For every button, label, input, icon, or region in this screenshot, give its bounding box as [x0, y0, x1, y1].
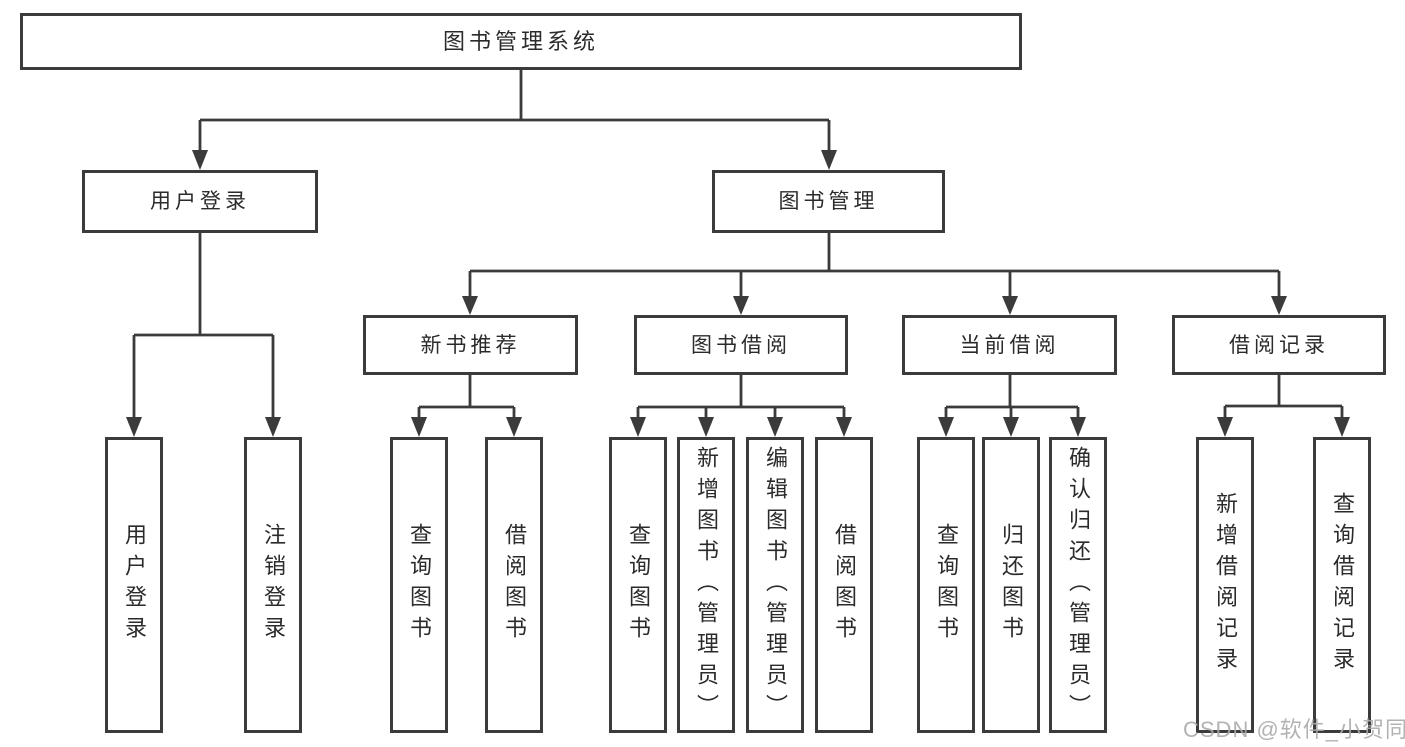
node-label: 借阅图书: [502, 523, 527, 647]
node-book-borrow: 图书借阅: [634, 315, 848, 375]
node-label: 查询图书: [407, 523, 432, 647]
node-label: 新增图书（管理员）: [694, 445, 719, 725]
node-query-books: 查询图书: [390, 437, 448, 733]
node-user-login-branch: 用户登录: [82, 170, 318, 233]
node-add-borrow-record: 新增借阅记录: [1196, 437, 1254, 733]
node-label: 查询图书: [934, 523, 959, 647]
node-query-books: 查询图书: [609, 437, 667, 733]
csdn-watermark: CSDN @软件_小贺同学: [1183, 717, 1405, 742]
node-borrow-records: 借阅记录: [1172, 315, 1386, 375]
node-label: 图书管理系统: [442, 28, 599, 54]
node-label: 用户登录: [150, 190, 250, 213]
node-label: 查询借阅记录: [1330, 492, 1355, 678]
node-book-management: 图书管理: [712, 170, 945, 233]
node-label: 图书借阅: [691, 333, 791, 357]
node-label: 当前借阅: [959, 333, 1060, 357]
node-new-book-recommend: 新书推荐: [363, 315, 578, 375]
node-label: 新书推荐: [420, 333, 521, 357]
node-logout: 注销登录: [244, 437, 302, 733]
node-label: 归还图书: [999, 523, 1024, 647]
node-label: 查询图书: [626, 523, 651, 647]
node-current-borrow: 当前借阅: [902, 315, 1117, 375]
arrowheads: [126, 150, 1350, 437]
node-borrow-books: 借阅图书: [485, 437, 543, 733]
node-add-book-admin: 新增图书（管理员）: [677, 437, 735, 733]
node-confirm-return-admin: 确认归还（管理员）: [1049, 437, 1107, 733]
node-query-borrow-record: 查询借阅记录: [1313, 437, 1371, 733]
node-return-books: 归还图书: [982, 437, 1040, 733]
node-label: 确认归还（管理员）: [1066, 445, 1091, 725]
node-library-system: 图书管理系统: [20, 13, 1022, 70]
node-label: 注销登录: [261, 523, 286, 647]
node-label: 用户登录: [122, 523, 147, 647]
node-label: 新增借阅记录: [1213, 492, 1238, 678]
node-borrow-books: 借阅图书: [815, 437, 873, 733]
node-label: 编辑图书（管理员）: [763, 445, 788, 725]
node-label: 借阅记录: [1229, 333, 1329, 357]
node-edit-book-admin: 编辑图书（管理员）: [746, 437, 804, 733]
node-user-login: 用户登录: [105, 437, 163, 733]
node-query-books: 查询图书: [917, 437, 975, 733]
node-label: 图书管理: [778, 190, 879, 213]
node-label: 借阅图书: [832, 523, 857, 647]
